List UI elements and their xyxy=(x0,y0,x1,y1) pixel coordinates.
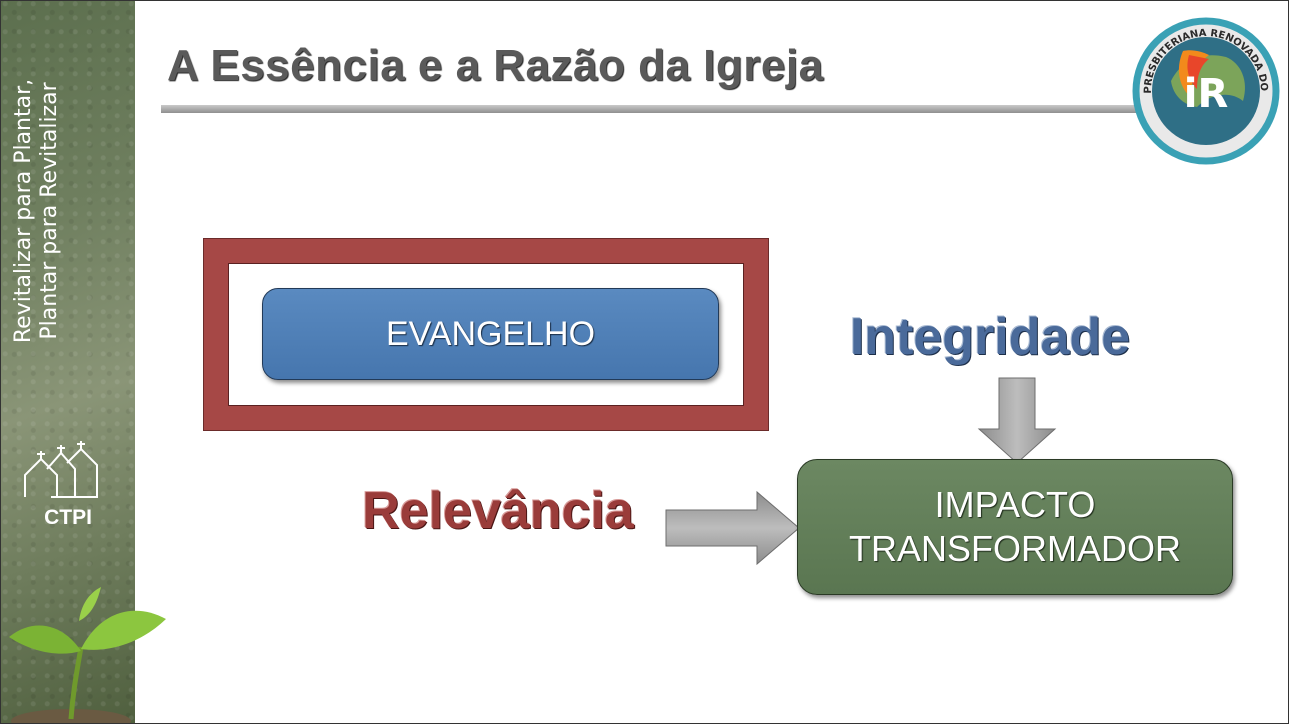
title-underline xyxy=(161,105,1151,113)
church-seal-icon: iR IGREJA PRESBITERIANA RENOVADA DO BRAS… xyxy=(1131,11,1280,165)
svg-text:iR: iR xyxy=(1184,71,1229,117)
relevance-label: Relevância xyxy=(362,482,634,540)
slide-title: A Essência e a Razão da Igreja xyxy=(167,41,824,90)
leaf-texture xyxy=(1,1,135,723)
gospel-box: EVANGELHO xyxy=(262,288,719,380)
ctpi-label: CTPI xyxy=(44,506,92,529)
impact-line-2: TRANSFORMADOR xyxy=(849,528,1181,569)
tagline-line-1: Revitalizar para Plantar, xyxy=(11,78,36,344)
tagline-line-2: Plantar para Revitalizar xyxy=(37,82,62,340)
sprout-icon xyxy=(9,587,166,723)
churches-icon xyxy=(24,441,98,498)
integrity-label: Integridade xyxy=(849,308,1131,366)
tagline: Revitalizar para Plantar, Plantar para R… xyxy=(11,41,63,381)
sidebar: Revitalizar para Plantar, Plantar para R… xyxy=(1,1,135,723)
impact-box: IMPACTO TRANSFORMADOR xyxy=(797,459,1233,595)
arrow-right xyxy=(665,490,800,566)
arrow-down xyxy=(977,377,1057,464)
impact-line-1: IMPACTO xyxy=(934,484,1096,525)
